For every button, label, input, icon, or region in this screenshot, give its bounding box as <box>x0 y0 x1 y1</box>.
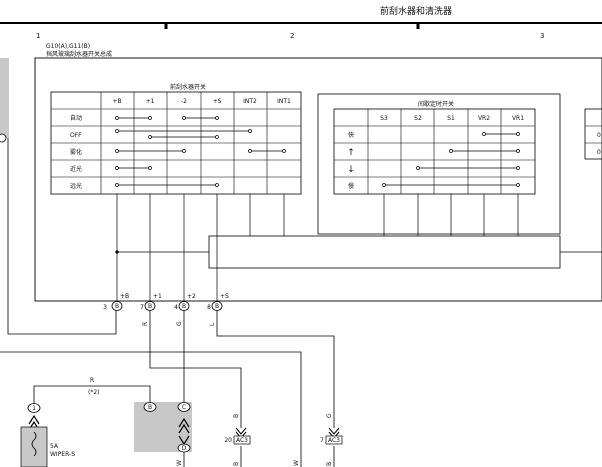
svg-text:+2: +2 <box>187 293 196 300</box>
relay-connector-b <box>143 402 157 412</box>
fuse-connector <box>27 403 41 413</box>
svg-text:G: G <box>326 413 333 418</box>
control-module-box <box>208 235 561 269</box>
svg-text:20: 20 <box>224 437 232 444</box>
intermittent-switch-title: 间歇定时开关 <box>418 100 454 108</box>
right-cut-table: 0 0 <box>584 108 602 160</box>
row-label: 快 <box>348 131 354 139</box>
col-header: S3 <box>380 115 388 122</box>
col-header: INT2 <box>243 98 257 105</box>
adjacent-component-shade <box>0 58 9 138</box>
svg-text:0: 0 <box>597 149 601 156</box>
wire-sub-label: (*2) <box>88 389 100 396</box>
row-label: 近光 <box>70 165 82 173</box>
assembly-code: G10(A),G11(B) <box>46 43 90 50</box>
terminal-pins: +B +1 +2 +S 3 7 4 8 B B B B <box>103 293 229 311</box>
assembly-frame <box>34 57 602 302</box>
col-header: S1 <box>447 115 455 122</box>
col-header: INT1 <box>277 98 291 105</box>
svg-text:3: 3 <box>103 304 107 311</box>
row-label: 慢 <box>348 182 354 190</box>
relay-arrow-up <box>178 417 190 434</box>
row-label: 自动 <box>70 114 82 122</box>
svg-text:R: R <box>142 322 149 326</box>
col-header: VR2 <box>478 115 490 122</box>
intermittent-switch-table: 间歇定时开关 S3 S2 S1 VR2 VR1 快 ↑ ↓ 慢 <box>317 93 561 235</box>
svg-text:+B: +B <box>120 293 129 300</box>
switch-wires <box>116 194 519 301</box>
row-label: ↓ <box>347 165 355 175</box>
col-header: VR1 <box>512 115 524 122</box>
relay-connector-c <box>177 402 191 412</box>
svg-text:+S: +S <box>220 293 229 300</box>
svg-text:B: B <box>233 462 240 466</box>
page-title: 前刮水器和清洗器 <box>380 5 452 17</box>
fuse-icon <box>31 431 37 457</box>
svg-text:B: B <box>215 303 219 310</box>
row-label: OFF <box>70 132 82 139</box>
svg-text:+1: +1 <box>153 293 162 300</box>
junction-dot <box>115 250 119 254</box>
row-label: 雾化 <box>70 148 82 156</box>
col-header: +S <box>213 98 222 105</box>
svg-text:C: C <box>182 404 186 411</box>
lower-wires <box>0 310 335 467</box>
svg-text:4: 4 <box>174 304 178 311</box>
left-connector <box>0 133 7 143</box>
column-number-1: 1 <box>36 32 40 40</box>
fuse-block <box>20 426 48 467</box>
junction-connector-2: G AC3 7 <box>320 413 343 445</box>
svg-text:B: B <box>182 303 186 310</box>
svg-text:AC3: AC3 <box>328 437 340 444</box>
col-header: -2 <box>181 98 187 105</box>
svg-text:7: 7 <box>140 304 144 311</box>
wire-label: R <box>90 377 94 384</box>
fuse-rating: 5A <box>50 443 59 450</box>
col-header: +1 <box>146 98 155 105</box>
junction-connector-1: B AC3 20 <box>224 414 251 445</box>
svg-text:B: B <box>148 303 152 310</box>
svg-text:W: W <box>176 460 183 466</box>
svg-text:B: B <box>233 414 240 418</box>
svg-text:7: 7 <box>320 437 324 444</box>
wiper-switch-title: 前刮水器开关 <box>170 83 206 91</box>
svg-text:1: 1 <box>32 405 36 412</box>
svg-text:D: D <box>182 445 187 452</box>
row-label: ↑ <box>347 148 355 158</box>
svg-text:AC3: AC3 <box>236 437 248 444</box>
wire-left <box>7 138 117 335</box>
svg-text:8: 8 <box>207 304 211 311</box>
svg-text:L: L <box>209 322 216 326</box>
fuse-label: WIPER-S <box>50 451 75 458</box>
svg-text:W: W <box>293 460 300 466</box>
col-header: S2 <box>414 115 422 122</box>
svg-text:0: 0 <box>597 132 601 139</box>
svg-text:B: B <box>148 404 152 411</box>
row-label: 远光 <box>70 182 82 190</box>
assembly-name: 挡风玻璃刮水器开关总成 <box>46 50 112 58</box>
col-header: +B <box>112 98 121 105</box>
relay-connector-d <box>177 443 191 453</box>
svg-text:B: B <box>115 303 119 310</box>
wire-color-codes: R G L <box>142 321 216 326</box>
svg-text:G: G <box>176 321 183 326</box>
bottom-wire-labels: W B W B <box>176 460 333 466</box>
svg-text:B: B <box>326 462 333 466</box>
column-number-2: 2 <box>290 32 294 40</box>
column-number-3: 3 <box>540 32 544 40</box>
wiper-switch-table: 前刮水器开关 +B +1 -2 +S INT2 INT1 自动 OFF 雾化 近… <box>50 83 302 195</box>
